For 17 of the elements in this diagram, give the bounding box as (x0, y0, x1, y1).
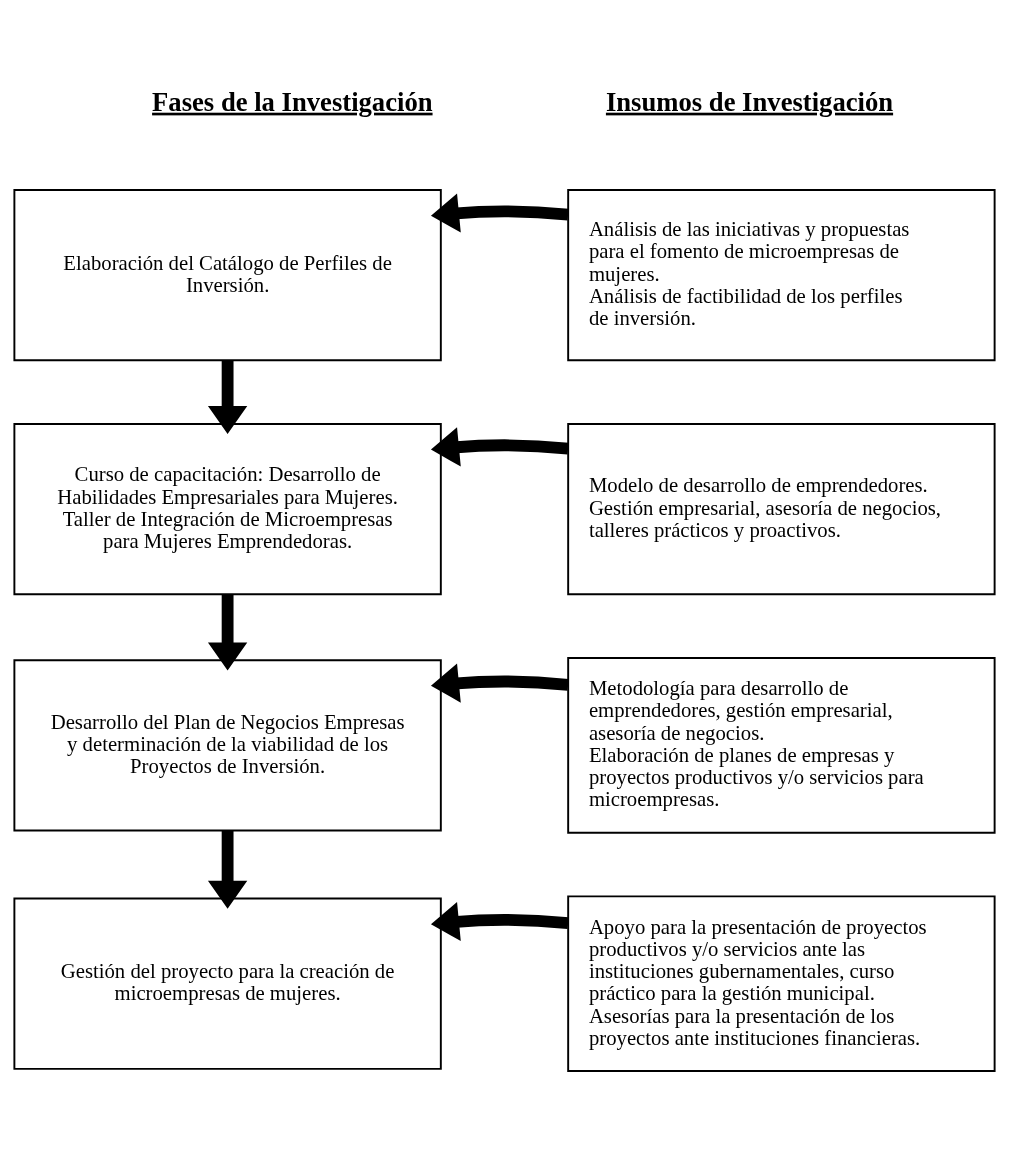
label: Insumos de Investigación (605, 86, 894, 117)
node-box: Análisis de las iniciativas y propuestas para el fomento de microempresas de mujeres. Análisis de factibilidad de los perfiles de inversión. (567, 188, 996, 361)
arrow (207, 594, 248, 670)
arrow (430, 192, 569, 233)
node-box: Modelo de desarrollo de emprendedores. Gestión empresarial, asesoría de negocios, talleres prácticos y proactivos. (567, 422, 996, 595)
arrow (207, 360, 248, 434)
node-box: Desarrollo del Plan de Negocios Empresas y determinación de la viabilidad de los Proyectos de Inversión. (13, 658, 442, 831)
label: Fases de la Investigación (152, 86, 433, 117)
node-box: Elaboración del Catálogo de Perfiles de Inversión. (13, 188, 442, 361)
arrow (430, 426, 569, 466)
arrow (207, 830, 248, 909)
arrow (430, 901, 569, 941)
node-box: Metodología para desarrollo de emprendedores, gestión empresarial, asesoría de negocios. Elaboración de planes de empresas y proyectos productivos y/o servicios para microempresas. (567, 656, 996, 834)
node-box: Gestión del proyecto para la creación de microempresas de mujeres. (13, 897, 442, 1070)
node-box: Apoyo para la presentación de proyectos productivos y/o servicios ante las instituciones gubernamentales, curso práctico para la gestión municipal. Asesorías para la presentación de los proyectos ante instituciones financieras. (567, 894, 996, 1072)
node-box: Curso de capacitación: Desarrollo de Habilidades Empresariales para Mujeres. Taller de Integración de Microempresas para Mujeres Emprendedoras. (13, 422, 442, 595)
arrow (430, 663, 569, 703)
